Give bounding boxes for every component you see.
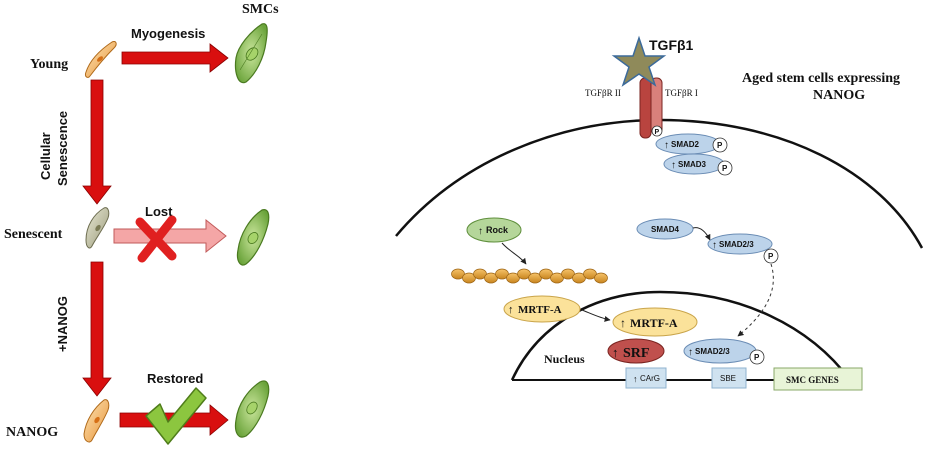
mrtfa-nuc-up-icon: ↑ (620, 316, 626, 330)
receptor-phospho-circle (651, 125, 663, 137)
smad23-nuc-phospho-label: P (754, 353, 760, 362)
smad23-nuc-up-icon: ↑ (688, 347, 693, 358)
smad4-label: SMAD4 (651, 225, 680, 234)
nanog-arrow (82, 261, 112, 397)
tgfb1-ligand-icon (611, 35, 667, 87)
smad3-phospho-label: P (722, 164, 728, 173)
smad23-cyto-up-icon: ↑ (712, 240, 717, 251)
plus-nanog-label: +NANOG (55, 296, 70, 352)
lost-label: Lost (145, 204, 173, 219)
smad2-phospho-circle (712, 137, 728, 153)
smad3-up-icon: ↑ (671, 160, 676, 171)
smad2-phospho-label: P (717, 141, 723, 150)
mrtfa-nuc-node (612, 307, 698, 337)
myogenesis-arrow (121, 43, 229, 73)
senescent-label: Senescent (4, 227, 63, 242)
smad23-nuc-label: SMAD2/3 (695, 347, 730, 356)
mrtfa-cyto-node (503, 295, 581, 323)
myogenesis-label: Myogenesis (131, 26, 205, 41)
smc-cell-top-icon (234, 23, 268, 84)
smad3-phospho-circle (717, 160, 733, 176)
actin-fiber-icon (451, 268, 608, 284)
restored-label: Restored (147, 371, 203, 386)
smc-cell-middle-icon (236, 209, 270, 266)
cellular-label: Cellular (38, 132, 53, 180)
nanog-label: NANOG (6, 425, 58, 440)
senescent-cell-icon (85, 207, 110, 249)
smad3-label: SMAD3 (678, 160, 707, 169)
smc-genes-label: SMC GENES (786, 375, 839, 385)
checkmark-icon (145, 387, 207, 445)
receptor-phospho-label: P (655, 129, 660, 136)
mrtfa-nuc-label: MRTF-A (630, 316, 678, 330)
tgfbr2-label: TGFβR II (585, 88, 621, 98)
srf-up-icon: ↑ (612, 345, 619, 360)
aged-cells-title-nanog: NANOG (813, 88, 865, 103)
carg-label: CArG (640, 374, 660, 383)
carg-up-icon: ↑ (633, 374, 638, 384)
senescence-arrow (82, 79, 112, 205)
actin-bead (594, 272, 608, 284)
lost-arrow (113, 218, 227, 254)
smcs-label: SMCs (242, 2, 279, 17)
mrtfa-cyto-up-icon: ↑ (508, 304, 514, 316)
smad4-to-smad23-arrow (692, 227, 711, 241)
rock-node (466, 217, 522, 243)
mrtfa-cyto-label: MRTF-A (518, 304, 562, 316)
smad23-cyto-label: SMAD2/3 (719, 240, 754, 249)
tgfb-receptor-icon (639, 77, 663, 139)
tgfbr1-label: TGFβR I (665, 88, 698, 98)
srf-node (607, 338, 665, 364)
smad4-node (636, 218, 694, 240)
smad23-cyto-node (707, 233, 773, 255)
srf-label: SRF (623, 346, 649, 361)
nucleus-label: Nucleus (544, 352, 585, 366)
senescence-label: Senescence (55, 111, 70, 186)
smc-cell-bottom-icon (234, 380, 270, 438)
sbe-label: SBE (720, 374, 736, 383)
rock-label: Rock (486, 225, 509, 235)
smad2-label: SMAD2 (671, 140, 700, 149)
young-cell-icon (85, 41, 117, 78)
nanog-cell-icon (83, 399, 110, 443)
rock-to-fiber-arrow (501, 242, 527, 265)
tgfb1-label: TGFβ1 (649, 37, 694, 53)
smad23-cyto-phospho-circle (763, 248, 779, 264)
smad23-nuclear-import-arrow (737, 263, 774, 337)
nuclear-envelope (510, 290, 852, 381)
rock-up-icon: ↑ (478, 226, 483, 237)
cross-icon (135, 215, 177, 263)
smc-genes-box (773, 367, 863, 391)
sbe-box (711, 367, 747, 389)
smad2-up-icon: ↑ (664, 140, 669, 151)
aged-cells-title: Aged stem cells expressing (742, 71, 900, 86)
young-label: Young (30, 57, 68, 72)
smad23-nuc-phospho-circle (749, 349, 765, 365)
smad23-cyto-phospho-label: P (768, 252, 774, 261)
carg-box (625, 367, 667, 389)
mrtfa-nuclear-import-arrow (581, 309, 611, 322)
